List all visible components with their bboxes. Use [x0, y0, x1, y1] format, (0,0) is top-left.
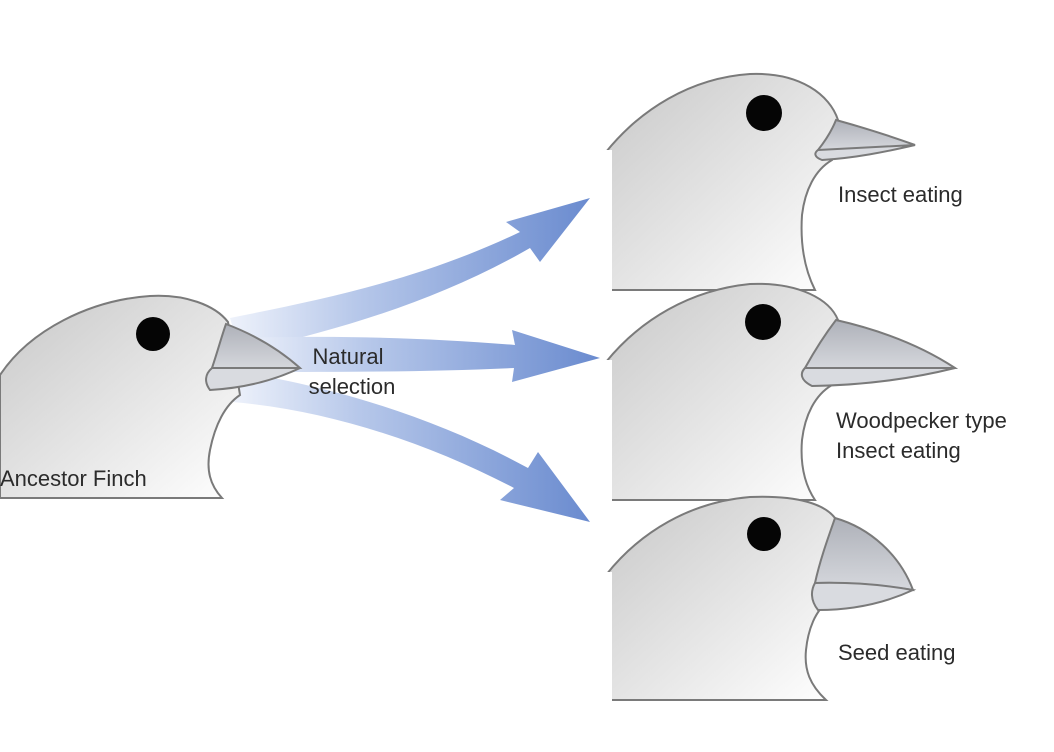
insect-eating-finch-head: [600, 72, 916, 295]
woodpecker-type-finch-head: [600, 282, 959, 505]
ancestor-finch-head: [0, 294, 303, 499]
ancestor-head-shape: [0, 294, 242, 499]
woodpecker-lower-beak: [800, 367, 956, 388]
woodpecker-type-label: Woodpecker type: [836, 408, 1007, 433]
arrow-to-seed-eating: [232, 372, 590, 522]
ancestor-finch-label: Ancestor Finch: [0, 466, 147, 491]
arrow-to-woodpecker-type: [240, 330, 600, 382]
natural-selection-label-line2: selection: [309, 374, 396, 399]
insect-eating-eye: [746, 95, 782, 131]
selection-arrows: [230, 198, 600, 522]
seed-eating-finch-head: [600, 495, 917, 707]
seed-eating-lower-beak: [811, 581, 917, 612]
seed-eating-eye: [747, 517, 781, 551]
insect-eating-lower-beak: [814, 144, 916, 162]
seed-eating-label: Seed eating: [838, 640, 955, 665]
ancestor-lower-beak: [205, 367, 301, 392]
natural-selection-label-line1: Natural: [313, 344, 384, 369]
ancestor-eye: [136, 317, 170, 351]
seed-eating-head-shape: [605, 495, 837, 701]
woodpecker-head-shape: [605, 282, 840, 501]
insect-eating-label: Insect eating: [838, 182, 963, 207]
arrow-to-insect-eating: [230, 198, 590, 352]
woodpecker-eye: [745, 304, 781, 340]
woodpecker-insect-eating-label: Insect eating: [836, 438, 961, 463]
insect-eating-head-shape: [605, 72, 840, 291]
